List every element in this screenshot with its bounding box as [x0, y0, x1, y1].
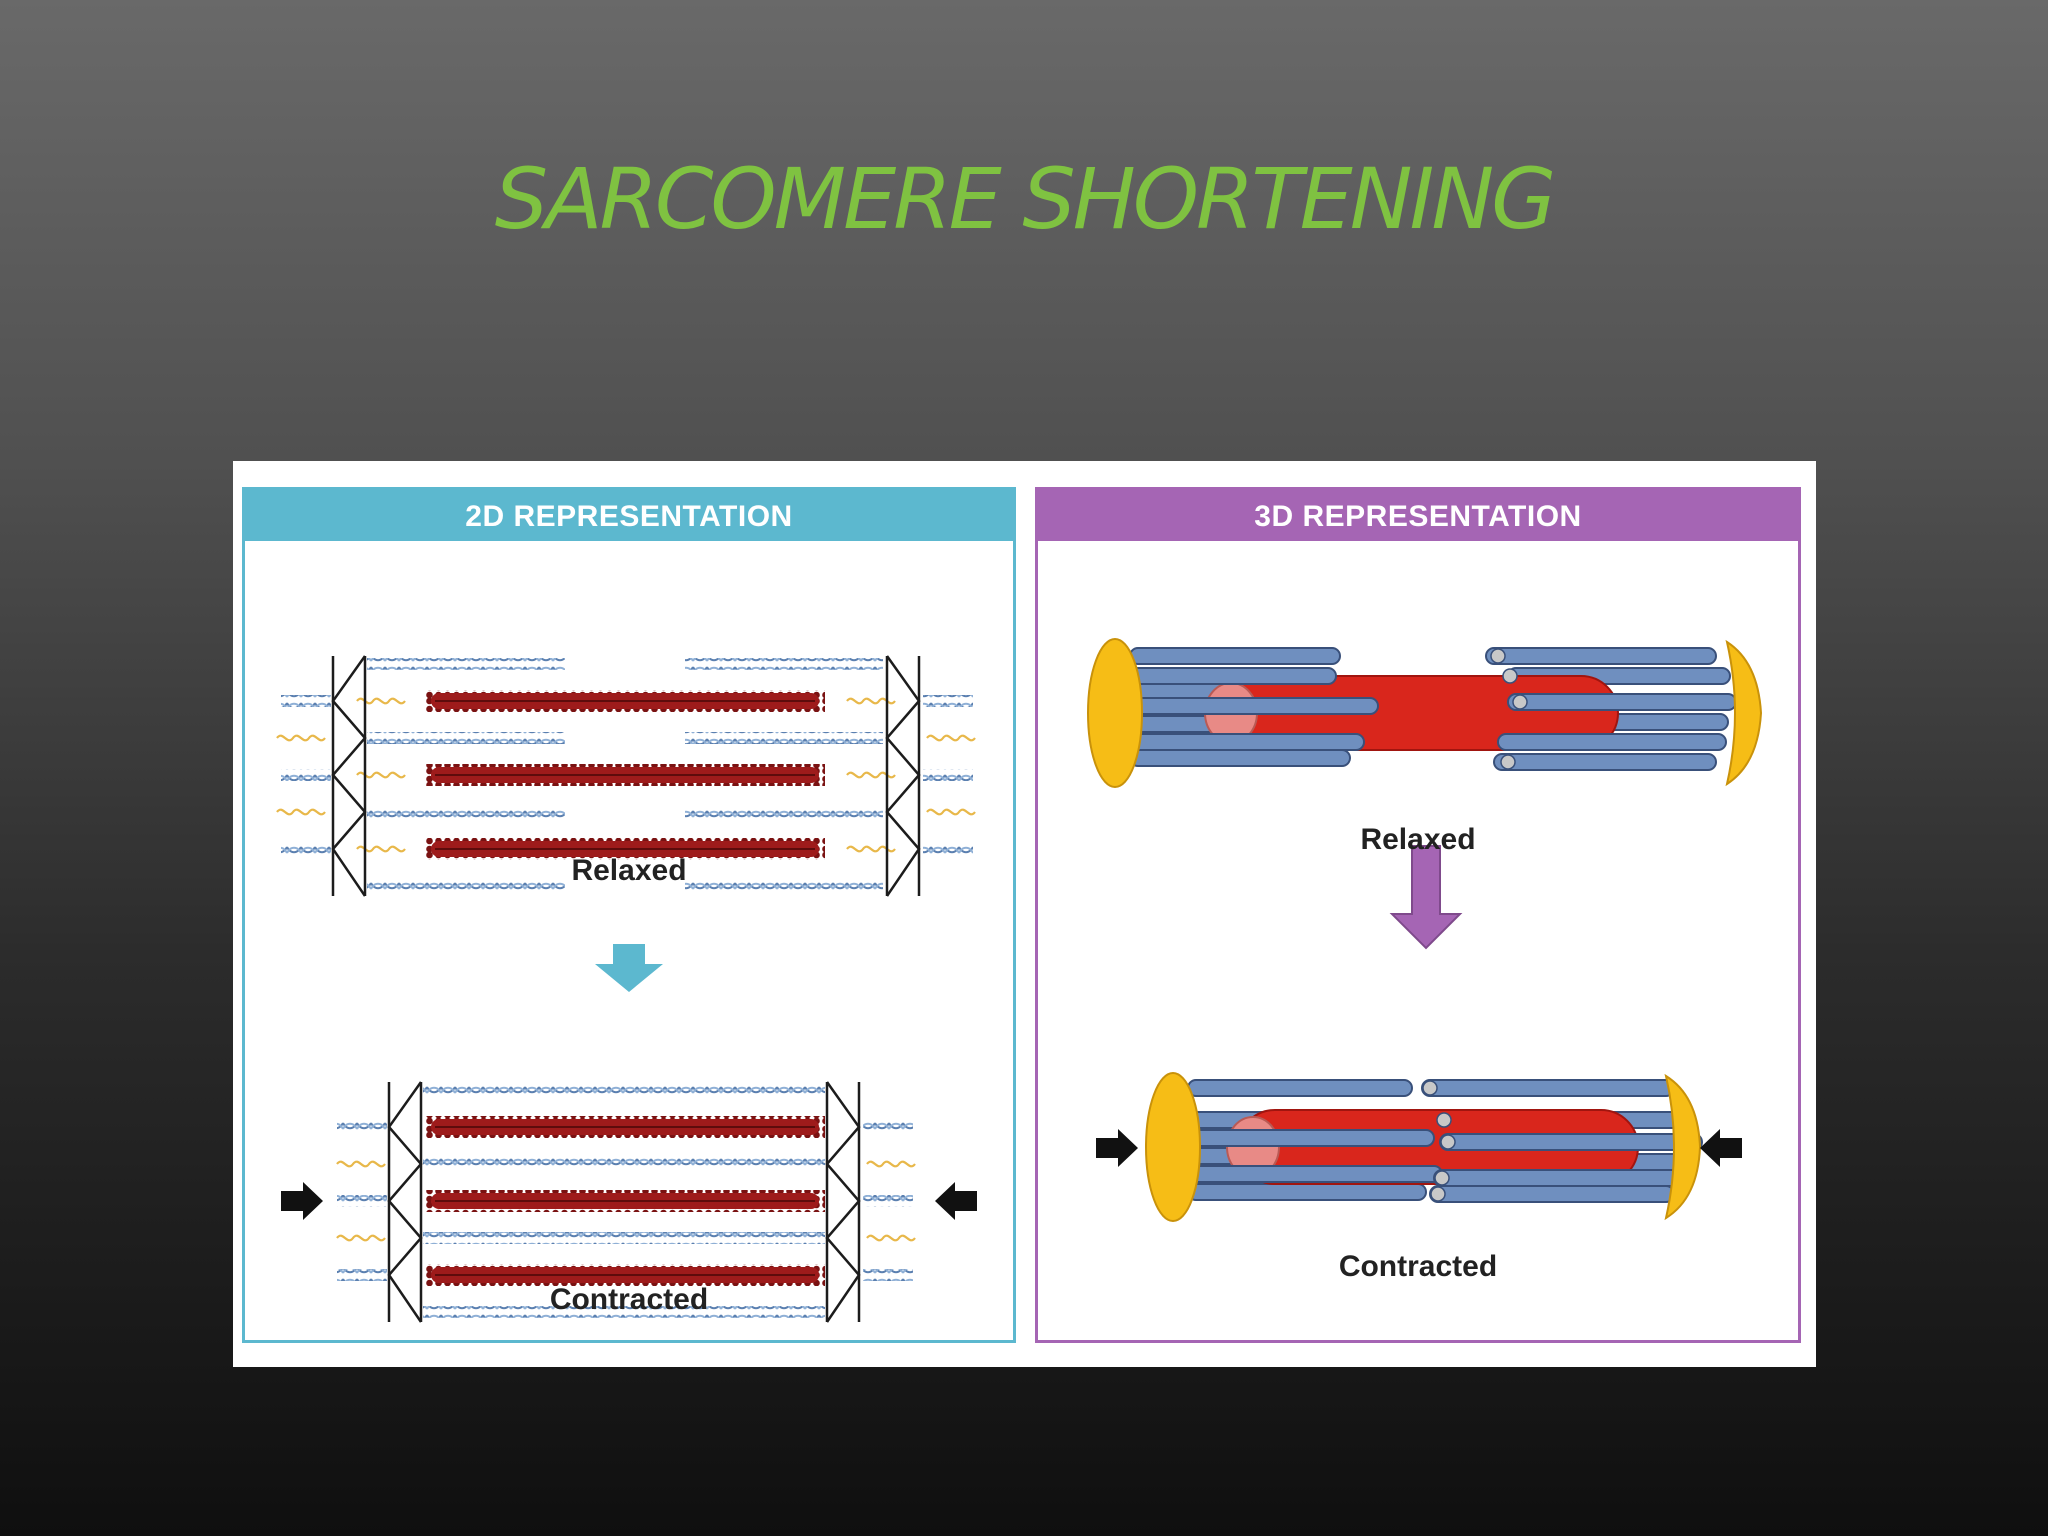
- panel-2d-representation: 2D REPRESENTATION: [242, 487, 1016, 1343]
- actin-filament: [423, 1084, 825, 1096]
- panel-3d-header: 3D REPRESENTATION: [1038, 490, 1798, 541]
- z-disc-left: [331, 655, 367, 897]
- actin-filament: [685, 732, 883, 744]
- panel-3d-representation: 3D REPRESENTATION: [1035, 487, 1801, 1343]
- myosin-filament: [425, 1264, 825, 1286]
- contracted-sarcomere-3d: [1145, 1072, 1703, 1222]
- actin-filament: [367, 806, 565, 818]
- myosin-filament: [425, 1116, 825, 1138]
- left-arrow-icon: [935, 1182, 977, 1220]
- actin-filament: [423, 1232, 825, 1244]
- down-arrow-icon: [595, 944, 663, 992]
- diagram-2d: [275, 655, 977, 1323]
- z-disc-left: [387, 1081, 423, 1323]
- z-disc-right: [825, 1081, 861, 1323]
- myosin-filament: [425, 690, 825, 712]
- myosin-filament: [425, 764, 825, 786]
- myosin-filament: [425, 1190, 825, 1212]
- relaxed-sarcomere-2d: [275, 655, 977, 897]
- z-disc-left: [1087, 638, 1143, 788]
- right-arrow-icon: [281, 1182, 323, 1220]
- slide-title: SARCOMERE SHORTENING: [494, 150, 1557, 248]
- actin-filament: [367, 732, 565, 744]
- actin-filament: [423, 1158, 825, 1170]
- actin-filament: [423, 1306, 825, 1318]
- relaxed-sarcomere-3d: [1087, 638, 1763, 788]
- actin-filament: [685, 806, 883, 818]
- contracted-label-2d: Contracted: [549, 1283, 709, 1316]
- relaxed-label-2d: Relaxed: [571, 854, 687, 887]
- contracted-sarcomere-2d: [335, 1081, 917, 1323]
- diagram-3d: [1087, 638, 1763, 1222]
- actin-filament: [685, 880, 883, 892]
- relaxed-label-3d: Relaxed: [1360, 823, 1476, 856]
- right-arrow-icon: [1096, 1129, 1138, 1167]
- actin-filament: [685, 658, 883, 670]
- contracted-label-3d: Contracted: [1338, 1250, 1498, 1283]
- z-disc-right: [1725, 639, 1763, 787]
- sarcomere-figure: 2D REPRESENTATION: [233, 461, 1816, 1367]
- left-arrow-icon: [1700, 1129, 1742, 1167]
- panel-2d-header: 2D REPRESENTATION: [245, 490, 1013, 541]
- down-arrow-icon: [1389, 845, 1463, 950]
- actin-filament: [367, 880, 565, 892]
- myosin-filament: [425, 838, 825, 860]
- z-disc-left: [1145, 1072, 1201, 1222]
- actin-filament: [367, 658, 565, 670]
- z-disc-right: [885, 655, 921, 897]
- z-disc-right: [1664, 1073, 1702, 1221]
